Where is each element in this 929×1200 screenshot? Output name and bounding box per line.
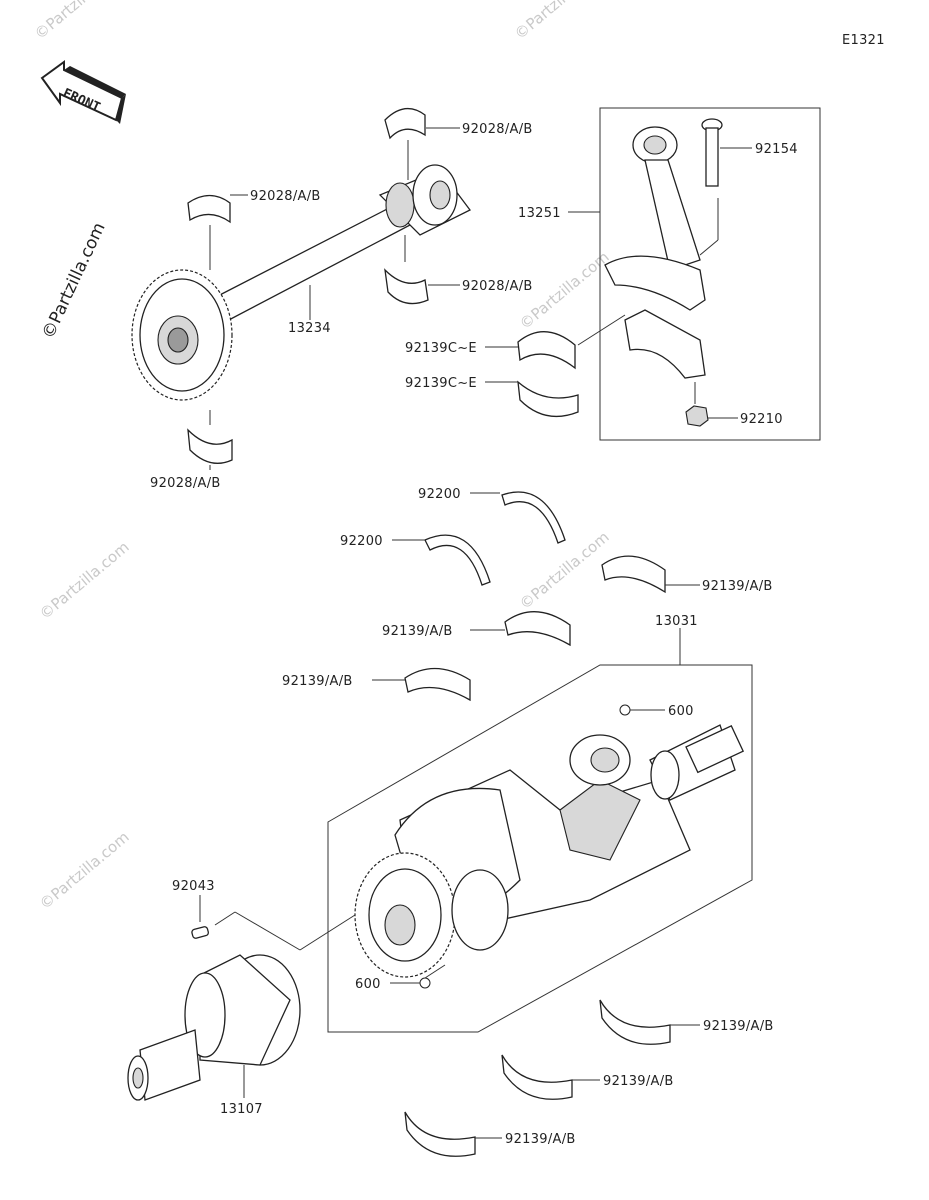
part-label-13251[interactable]: 13251 <box>518 206 561 221</box>
brand-logo-text: ©Partzilla.com <box>38 220 109 342</box>
part-label-92043[interactable]: 92043 <box>172 879 215 894</box>
conrod-bearing-lower <box>517 380 579 418</box>
part-label-92154[interactable]: 92154 <box>755 142 798 157</box>
part-label-13107[interactable]: 13107 <box>220 1102 263 1117</box>
part-label-92139[interactable]: 92139/A/B <box>382 624 453 639</box>
oil-point-icon <box>419 977 431 989</box>
watermark: ©Partzilla.com <box>511 0 608 43</box>
oil-point-icon <box>619 704 631 716</box>
conrod-cap <box>624 309 706 379</box>
diagram-code: E1321 <box>842 33 885 48</box>
crankshaft-end-coupler <box>127 954 301 1101</box>
main-bearing-shell <box>601 555 666 594</box>
part-label-92139[interactable]: 92139/A/B <box>282 674 353 689</box>
conrod-bearing-upper <box>517 331 576 370</box>
crankshaft <box>354 724 745 978</box>
conrod-nut <box>685 405 709 427</box>
part-label-92139c-e[interactable]: 92139C~E <box>405 376 477 391</box>
main-bearing-shell <box>501 1054 573 1100</box>
part-label-92210[interactable]: 92210 <box>740 412 783 427</box>
front-arrow-icon: FRONT <box>40 60 126 124</box>
bearing-shell-92028-mid <box>384 268 429 305</box>
bearing-shell-92028-top <box>384 108 426 140</box>
main-bearing-shell <box>504 611 571 647</box>
part-label-92028[interactable]: 92028/A/B <box>250 189 321 204</box>
part-label-92139c-e[interactable]: 92139C~E <box>405 341 477 356</box>
main-bearing-shell <box>404 1111 476 1157</box>
conrod-bolt <box>701 118 723 187</box>
watermark: ©Partzilla.com <box>31 0 128 43</box>
bearing-shell-92028-left <box>187 194 231 224</box>
part-label-600[interactable]: 600 <box>355 977 381 992</box>
part-label-92139[interactable]: 92139/A/B <box>702 579 773 594</box>
balancer-shaft <box>131 164 471 401</box>
part-label-92139[interactable]: 92139/A/B <box>603 1074 674 1089</box>
part-label-92139[interactable]: 92139/A/B <box>505 1132 576 1147</box>
part-label-13234[interactable]: 13234 <box>288 321 331 336</box>
watermark: ©Partzilla.com <box>36 538 133 623</box>
thrust-washer-lower <box>424 534 491 586</box>
part-label-13031[interactable]: 13031 <box>655 614 698 629</box>
main-bearing-shell <box>404 667 471 702</box>
connecting-rod <box>604 126 706 311</box>
main-bearing-shell <box>599 999 671 1045</box>
part-label-92028[interactable]: 92028/A/B <box>462 279 533 294</box>
crankshaft-group-box <box>327 664 753 1033</box>
dowel-pin <box>191 926 209 939</box>
part-label-92200[interactable]: 92200 <box>340 534 383 549</box>
conrod-group-box <box>599 107 821 441</box>
watermark: ©Partzilla.com <box>36 828 133 913</box>
part-label-600[interactable]: 600 <box>668 704 694 719</box>
part-label-92028[interactable]: 92028/A/B <box>150 476 221 491</box>
part-label-92028[interactable]: 92028/A/B <box>462 122 533 137</box>
part-label-92200[interactable]: 92200 <box>418 487 461 502</box>
part-label-92139[interactable]: 92139/A/B <box>703 1019 774 1034</box>
bearing-shell-92028-bottom <box>187 428 233 464</box>
leader-lines <box>209 127 460 470</box>
thrust-washer-upper <box>501 491 566 544</box>
